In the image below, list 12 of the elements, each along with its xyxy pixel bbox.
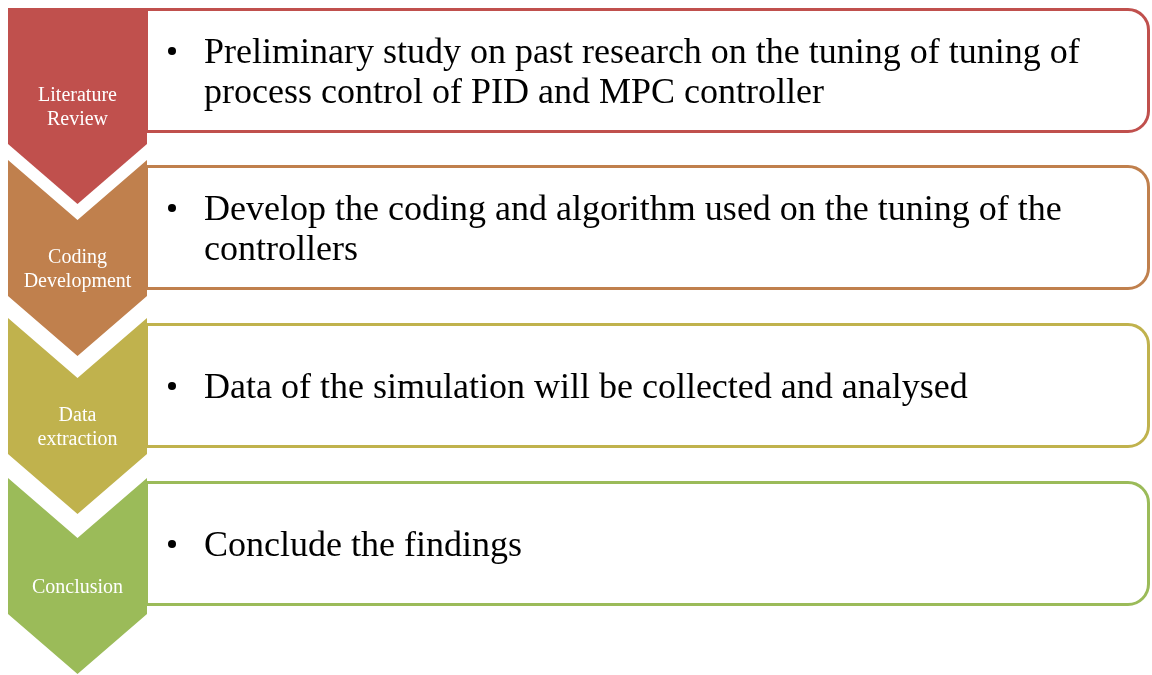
step-label: Coding Development [22, 243, 133, 292]
step-label: Data extraction [36, 401, 119, 450]
step-label: Literature Review [37, 82, 118, 130]
bullet-text: Data of the simulation will be collected and analysed [204, 365, 968, 406]
content-box [145, 481, 1150, 606]
content-box [145, 8, 1150, 133]
bullet-text: Preliminary study on past research on the tuning of tuning of process control of PID and MPC controller [204, 30, 1081, 111]
step-label: Conclusion [31, 573, 124, 598]
content-box [145, 165, 1150, 290]
bullet-text: Develop the coding and algorithm used on the tuning of the controllers [204, 187, 1063, 268]
content-box [145, 323, 1150, 448]
bullet-text: Conclude the findings [204, 523, 522, 564]
